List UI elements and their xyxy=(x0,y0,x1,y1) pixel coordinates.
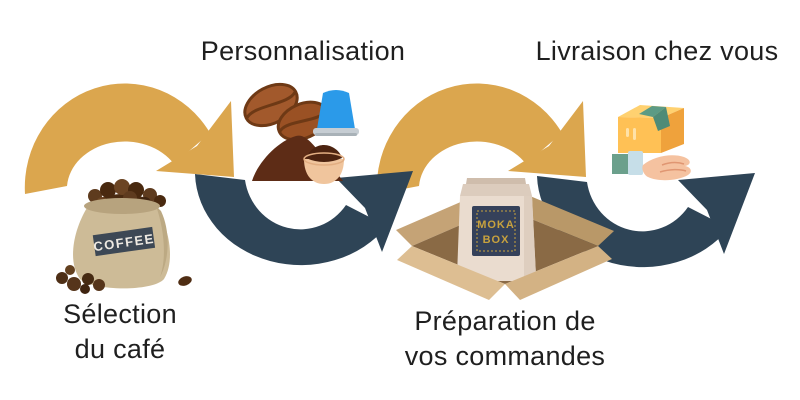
package-tape xyxy=(639,106,666,117)
step-label-livraison: Livraison chez vous xyxy=(535,36,779,66)
arc-arrow-2-navy xyxy=(195,171,413,266)
mokabox-bag: MOKA BOX xyxy=(457,178,536,281)
coffee-bag-icon: COFFEE xyxy=(56,179,192,294)
step-label-selection: Sélection du café xyxy=(63,299,177,364)
shipping-box-icon: MOKA BOX xyxy=(396,178,614,300)
coffee-bag-label: COFFEE xyxy=(92,226,156,257)
hand-holding-package-icon xyxy=(612,105,691,181)
mokabox-label xyxy=(472,206,520,256)
ground-coffee-bowl-icon xyxy=(252,135,345,184)
spilled-beans-pile xyxy=(56,265,105,294)
mokabox-label-line1: MOKA xyxy=(477,219,515,231)
mokabox-label-line2: BOX xyxy=(483,234,510,246)
sleeve xyxy=(612,154,630,174)
cuff xyxy=(628,151,643,175)
open-hand xyxy=(642,155,691,181)
step-label-personnalisation: Personnalisation xyxy=(200,36,406,66)
step-label-preparation: Préparation de vos commandes xyxy=(404,306,606,371)
coffee-capsule-icon xyxy=(313,90,359,136)
coffee-beans-icon xyxy=(243,82,330,142)
